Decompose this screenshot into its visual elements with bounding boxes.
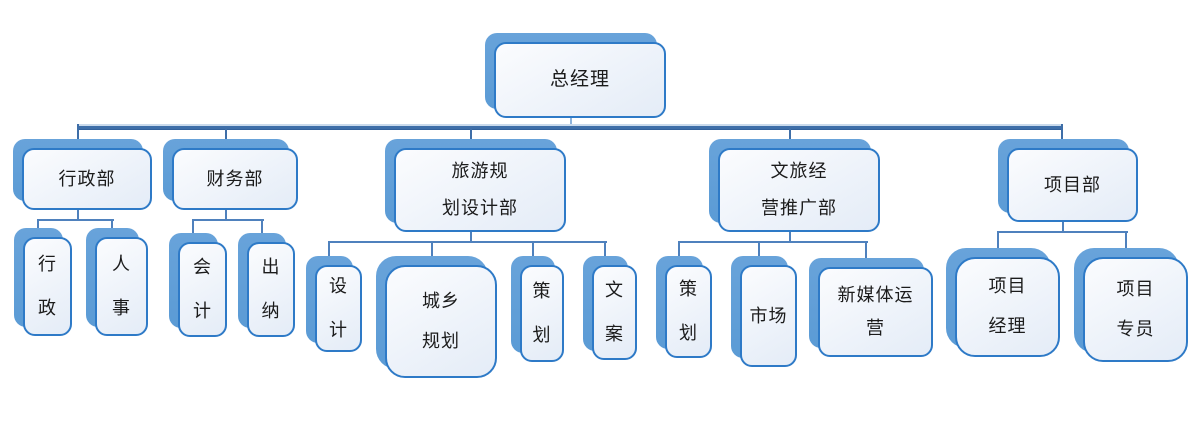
connector-admin-bar [37, 219, 114, 221]
node-new-media-operation[interactable]: 新媒体运 营 [809, 258, 933, 357]
connector-main-band [78, 124, 1063, 130]
node-box: 项目部 [1007, 148, 1138, 222]
connector-admin-stub [77, 209, 79, 221]
node-label: 城乡 规划 [422, 290, 460, 351]
node-project-manager[interactable]: 项目 经理 [946, 248, 1060, 357]
node-finance-dept[interactable]: 财务部 [163, 139, 298, 210]
node-box: 行政部 [22, 148, 152, 210]
node-label: 项目 经理 [988, 276, 1027, 336]
node-human-resources[interactable]: 人 事 [86, 228, 148, 336]
connector-finance-bar [192, 219, 264, 221]
connector-promotion-drop3 [865, 241, 867, 259]
node-label: 旅游规 划设计部 [442, 161, 518, 218]
node-box: 文 案 [592, 265, 637, 360]
node-label: 市场 [749, 305, 788, 326]
connector-admin-drop1 [37, 219, 39, 230]
node-design[interactable]: 设 计 [306, 256, 362, 352]
node-label: 项目 专员 [1116, 278, 1155, 339]
node-box: 策 划 [665, 265, 712, 358]
node-tourism-planning-design-dept[interactable]: 旅游规 划设计部 [385, 139, 566, 232]
node-administration[interactable]: 行 政 [14, 228, 72, 336]
connector-drop-project [1061, 124, 1063, 140]
node-box: 旅游规 划设计部 [394, 148, 566, 232]
node-admin-dept[interactable]: 行政部 [13, 139, 152, 210]
connector-project-drop1 [997, 231, 999, 249]
node-box: 设 计 [315, 265, 362, 352]
node-box: 项目 经理 [955, 257, 1060, 357]
connector-promotion-drop2 [758, 241, 760, 257]
connector-drop-promotion [789, 127, 791, 140]
node-label: 财务部 [206, 168, 264, 189]
connector-tourism-drop3 [532, 241, 534, 257]
connector-tourism-drop4 [604, 241, 606, 257]
node-general-manager[interactable]: 总经理 [485, 33, 666, 118]
node-box: 城乡 规划 [385, 265, 497, 378]
node-box: 出 纳 [247, 242, 295, 337]
connector-tourism-drop1 [328, 241, 330, 257]
node-accounting[interactable]: 会 计 [169, 233, 227, 337]
connector-admin-drop2 [111, 219, 113, 230]
node-box: 项目 专员 [1083, 257, 1188, 362]
node-box: 总经理 [494, 42, 666, 118]
node-label: 策 划 [532, 281, 552, 345]
node-label: 出 纳 [261, 257, 281, 321]
connector-project-stub [1062, 221, 1064, 233]
node-project-specialist[interactable]: 项目 专员 [1074, 248, 1188, 362]
node-marketing[interactable]: 市场 [731, 256, 797, 367]
connector-finance-drop1 [192, 219, 194, 234]
connector-project-drop2 [1125, 231, 1127, 249]
connector-promotion-stub [789, 231, 791, 243]
node-promotion-planning[interactable]: 策 划 [656, 256, 712, 358]
node-box: 市场 [740, 265, 797, 367]
node-box: 新媒体运 营 [818, 267, 933, 357]
node-tourism-planning[interactable]: 策 划 [511, 256, 564, 362]
connector-root-stub [570, 116, 572, 126]
node-copywriting[interactable]: 文 案 [583, 256, 637, 360]
connector-promotion-bar [678, 241, 868, 243]
node-label: 人 事 [112, 254, 131, 318]
node-box: 行 政 [23, 237, 72, 336]
node-label: 行政部 [58, 168, 116, 189]
node-label: 新媒体运 营 [837, 284, 914, 338]
node-urban-rural-planning[interactable]: 城乡 规划 [376, 256, 497, 378]
connector-promotion-drop1 [678, 241, 680, 257]
node-label: 行 政 [38, 254, 57, 318]
node-box: 策 划 [520, 265, 564, 362]
connector-finance-stub [225, 209, 227, 221]
connector-tourism-drop2 [431, 241, 433, 257]
node-box: 会 计 [178, 242, 227, 337]
node-cashier[interactable]: 出 纳 [238, 233, 295, 337]
connector-tourism-stub [470, 231, 472, 243]
node-project-dept[interactable]: 项目部 [998, 139, 1138, 222]
node-box: 文旅经 营推广部 [718, 148, 880, 232]
node-label: 策 划 [679, 279, 698, 343]
node-label: 文 案 [605, 280, 624, 344]
node-label: 设 计 [329, 276, 348, 340]
connector-drop-tourism [470, 127, 472, 140]
node-label: 总经理 [549, 68, 610, 90]
connector-drop-finance [225, 127, 227, 140]
node-label: 会 计 [193, 257, 212, 321]
connector-drop-admin [77, 124, 79, 140]
node-culture-tourism-operation-promotion-dept[interactable]: 文旅经 营推广部 [709, 139, 880, 232]
node-label: 文旅经 营推广部 [761, 161, 837, 218]
node-box: 财务部 [172, 148, 298, 210]
node-label: 项目部 [1044, 174, 1101, 195]
connector-tourism-bar [328, 241, 607, 243]
connector-project-bar [997, 231, 1128, 233]
node-box: 人 事 [95, 237, 148, 336]
connector-finance-drop2 [261, 219, 263, 234]
